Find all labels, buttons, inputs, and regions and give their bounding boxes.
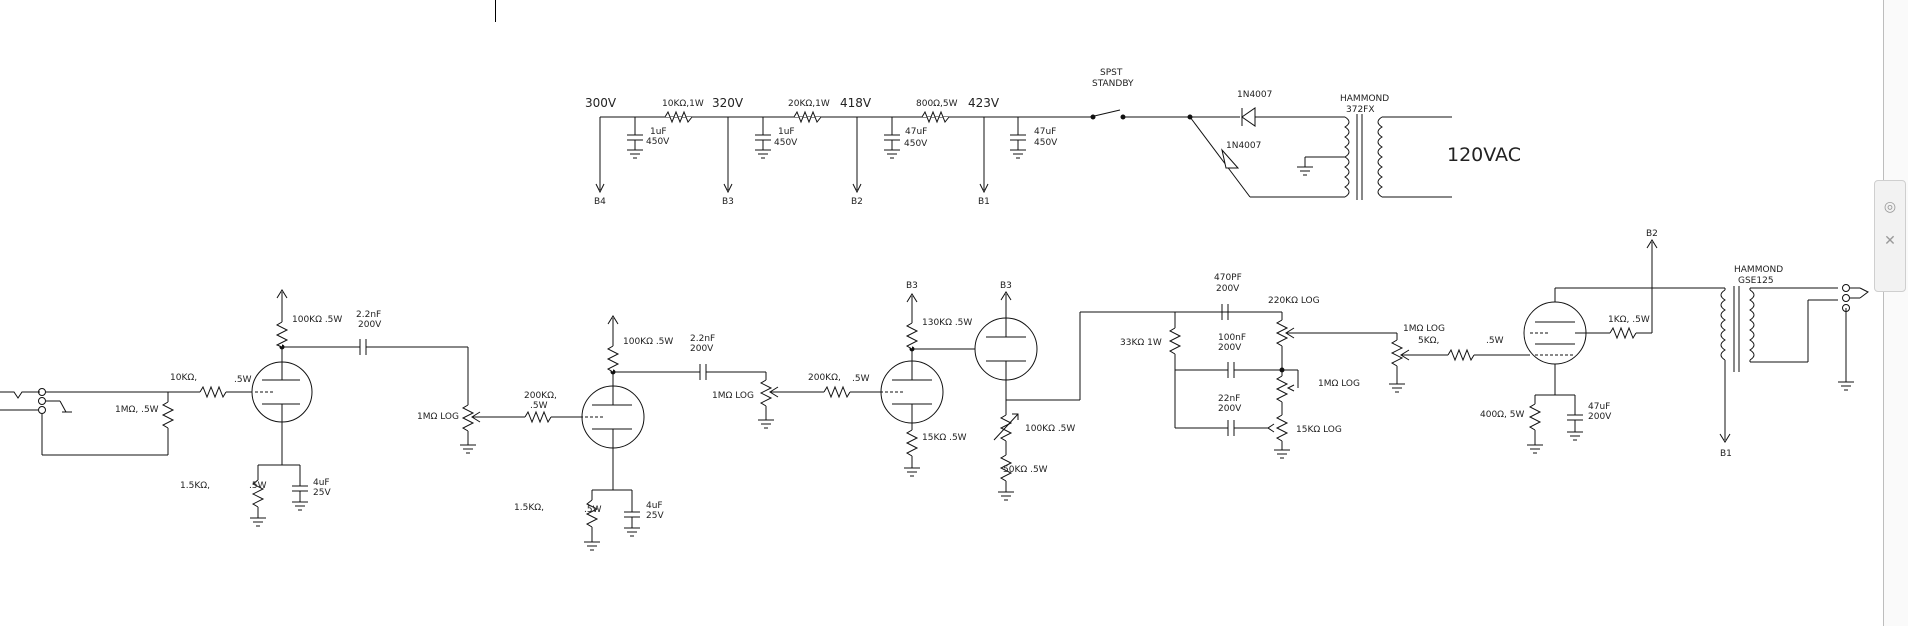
switch-label-spst: SPST [1100,68,1123,78]
ps-series-resistor-1: 10KΩ,1W [662,99,704,109]
tone-treble-cap: 470PF [1214,273,1242,283]
s2-cathode-resistor: 1.5KΩ, [514,503,544,513]
mains-voltage-label: 120VAC [1447,144,1521,166]
s2-cathode-cap: 4uF [646,501,663,511]
side-tab[interactable]: ◎ ✕ [1874,180,1906,292]
s2-grid-resistor: 200KΩ, [524,391,557,401]
ps-cap-3-value: 47uF [905,127,927,137]
s1-grid-resistor: 10KΩ, [170,373,197,383]
s1-cathode-cap-v: 25V [313,488,331,498]
s3-follower-rheostat: 100KΩ .5W [1025,424,1075,434]
s2-grid-leak: 1MΩ LOG [712,391,754,401]
s1-cathode-resistor: 1.5KΩ, [180,481,210,491]
ps-cap-1-value: 1uF [650,127,667,137]
ps-master-pot: 1MΩ LOG [1403,324,1445,334]
stage-2 [580,315,880,551]
rail-label-b3: B3 [722,197,734,207]
diode-label-1: 1N4007 [1237,90,1272,100]
ps-cap-4-value: 47uF [1034,127,1056,137]
ps-cathode-resistor: 400Ω, 5W [1480,410,1525,420]
ps-cap-2-value: 1uF [778,127,795,137]
s1-volume-pot: 1MΩ LOG [417,412,459,422]
rail-label-b4: B4 [594,197,606,207]
ps-cap-4-rating: 450V [1034,138,1058,148]
pin-icon[interactable]: ◎ [1883,199,1897,215]
ot-label-model: GSE125 [1738,276,1774,286]
s2-plate-resistor: 100KΩ .5W [623,337,673,347]
s3-plate-resistor: 130KΩ .5W [922,318,972,328]
ps-grid-stopper-watt: .5W [1486,336,1504,346]
rail-label-b2: B2 [851,197,863,207]
stage-3 [880,291,1175,501]
tone-slope-resistor: 33KΩ 1W [1120,338,1162,348]
s3-follower-resistor: 50KΩ .5W [1003,465,1048,475]
s2-coupling-cap: 2.2nF [690,334,715,344]
ps-rail-bottom: B1 [1720,449,1732,459]
stage-1 [0,289,580,527]
ps-cap-3-rating: 450V [904,139,928,149]
ps-cap-2-rating: 450V [774,138,798,148]
s2-cathode-resistor-watt: .5W [584,505,602,515]
s1-grid-resistor-watt: .5W [234,375,252,385]
close-icon[interactable]: ✕ [1884,233,1896,249]
ps-cathode-cap-v: 200V [1588,412,1612,422]
s3-rail-label-b: B3 [1000,281,1012,291]
s3-rail-label-a: B3 [906,281,918,291]
s3-grid-resistor-watt: .5W [852,374,870,384]
s1-cathode-resistor-watt: .5W [249,481,267,491]
ot-label-hammond: HAMMOND [1734,265,1783,275]
tone-bass-pot: 1MΩ LOG [1318,379,1360,389]
s2-grid-resistor-watt: .5W [530,401,548,411]
ps-cathode-cap: 47uF [1588,402,1610,412]
s1-coupling-cap: 2.2nF [356,310,381,320]
tone-bass-cap-v: 200V [1218,343,1242,353]
s1-plate-resistor: 100KΩ .5W [292,315,342,325]
s3-grid-resistor: 200KΩ, [808,373,841,383]
ps-screen-resistor: 1KΩ, .5W [1608,315,1650,325]
s3-cathode-resistor: 15KΩ .5W [922,433,967,443]
tone-mid-cap: 22nF [1218,394,1240,404]
tone-bass-cap: 100nF [1218,333,1246,343]
ps-node-voltage-2: 320V [712,96,744,110]
ps-series-resistor-3: 800Ω,5W [916,99,958,109]
ps-node-voltage-4: 423V [968,96,1000,110]
power-supply [595,107,1452,200]
s1-input-resistor: 1MΩ, .5W [115,405,159,415]
ps-cap-1-rating: 450V [646,137,670,147]
ps-series-resistor-2: 20KΩ,1W [788,99,830,109]
s1-coupling-cap-v: 200V [358,320,382,330]
s2-cathode-cap-v: 25V [646,511,664,521]
right-side-panel [1883,0,1908,626]
tone-mid-cap-v: 200V [1218,404,1242,414]
ps-node-voltage-3: 418V [840,96,872,110]
diode-label-2: 1N4007 [1226,141,1261,151]
rail-label-b1: B1 [978,197,990,207]
ps-node-voltage-1: 300V [585,96,617,110]
transformer-label-hammond: HAMMOND [1340,94,1389,104]
tone-mid-pot: 15KΩ LOG [1296,425,1342,435]
tone-treble-pot: 220KΩ LOG [1268,296,1320,306]
ps-grid-stopper: 5KΩ, [1418,336,1439,346]
s1-cathode-cap: 4uF [313,478,330,488]
tone-treble-cap-v: 200V [1216,284,1240,294]
ps-rail-top: B2 [1646,229,1658,239]
transformer-label-model: 372FX [1346,105,1375,115]
power-stage [1386,239,1869,454]
s2-coupling-cap-v: 200V [690,344,714,354]
tone-stack [1168,304,1386,459]
switch-label-standby: STANDBY [1092,79,1134,89]
text-cursor-line [495,0,496,22]
